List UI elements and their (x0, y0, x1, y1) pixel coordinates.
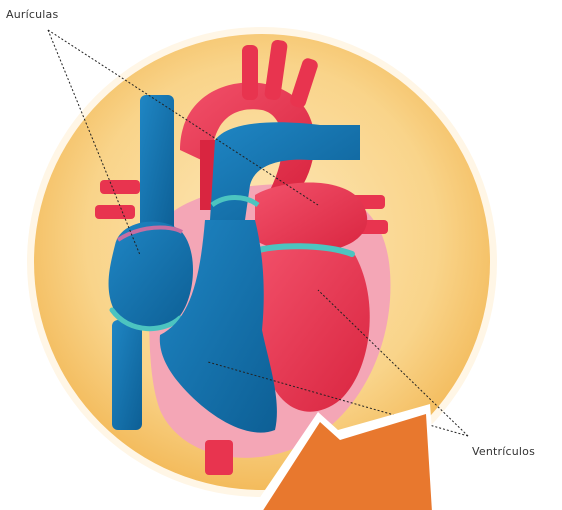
descending-aorta (205, 440, 233, 475)
ventricles-label: Ventrículos (472, 445, 535, 458)
atria-label: Aurículas (6, 8, 58, 21)
